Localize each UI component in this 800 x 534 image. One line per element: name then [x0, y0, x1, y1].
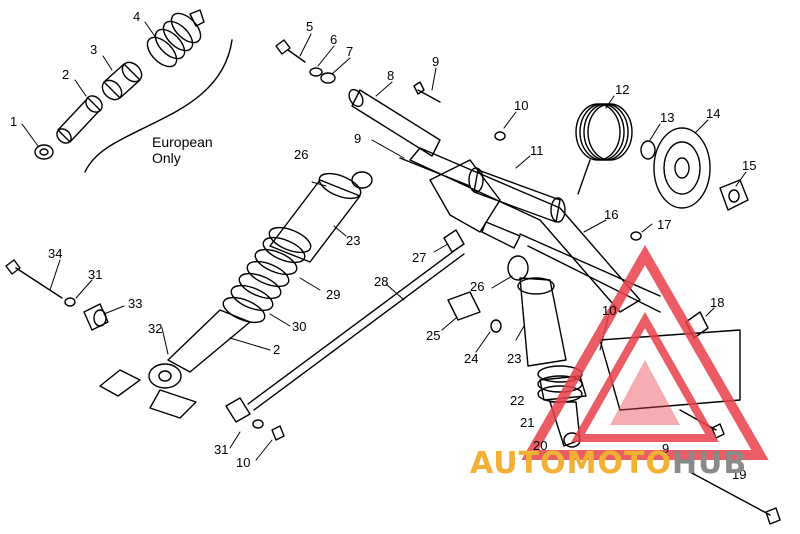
rail-assembly — [399, 131, 741, 411]
callout-21: 21 — [520, 415, 535, 430]
callout-20: 20 — [533, 438, 548, 453]
callout-9-mid: 9 — [354, 131, 362, 146]
callout-15: 15 — [742, 158, 757, 173]
watermark-text: AUTOMOTOHUB — [470, 449, 747, 479]
callout-9-upper: 9 — [432, 54, 440, 69]
european-only-note: European Only — [152, 134, 213, 166]
callout-31-bottom: 31 — [214, 442, 229, 457]
callout-8: 8 — [387, 68, 395, 83]
callout-6: 6 — [330, 32, 338, 47]
callout-31-left: 31 — [88, 267, 103, 282]
callout-4: 4 — [133, 9, 141, 24]
callout-10-right: 10 — [602, 303, 617, 318]
callout-23-rear: 23 — [507, 351, 522, 366]
watermark-hub: HUB — [671, 446, 748, 481]
callout-2-shock: 2 — [273, 342, 281, 357]
callout-17: 17 — [657, 217, 672, 232]
callout-24: 24 — [464, 351, 479, 366]
callout-16: 16 — [604, 207, 619, 222]
callout-11: 11 — [530, 143, 544, 158]
callout-3: 3 — [90, 42, 98, 57]
callout-26-front: 26 — [294, 147, 309, 162]
callout-10-bottom: 10 — [236, 455, 251, 470]
callout-25: 25 — [426, 328, 441, 343]
callout-18: 18 — [710, 295, 725, 310]
callout-27: 27 — [412, 250, 427, 265]
link-rod — [225, 229, 465, 441]
callout-14: 14 — [706, 106, 721, 121]
callout-13: 13 — [660, 110, 675, 125]
note-line-2: Only — [152, 150, 181, 167]
callout-1: 1 — [10, 114, 18, 129]
callout-34: 34 — [48, 246, 63, 261]
callout-5: 5 — [306, 19, 314, 34]
callout-22: 22 — [510, 393, 525, 408]
callout-28: 28 — [374, 274, 389, 289]
upper-hardware — [275, 39, 441, 157]
european-assembly — [34, 9, 233, 173]
callout-9-lower: 9 — [662, 441, 670, 456]
callout-10-upper: 10 — [514, 98, 529, 113]
callout-33: 33 — [128, 296, 143, 311]
bushing — [447, 291, 502, 333]
callout-7: 7 — [346, 44, 354, 59]
callout-12: 12 — [615, 82, 630, 97]
callout-23-front: 23 — [346, 233, 361, 248]
callout-32: 32 — [148, 321, 163, 336]
callout-26-rear: 26 — [470, 279, 485, 294]
callout-2: 2 — [62, 67, 70, 82]
watermark-logo — [521, 244, 769, 460]
front-shock — [99, 171, 373, 419]
watermark-automoto: AUTOMOTO — [470, 446, 672, 481]
note-line-1: European — [152, 134, 213, 150]
callout-29: 29 — [326, 287, 341, 302]
callout-30: 30 — [292, 319, 307, 334]
left-bolt — [5, 259, 109, 331]
callout-19: 19 — [732, 467, 747, 482]
idler-group — [575, 103, 749, 211]
